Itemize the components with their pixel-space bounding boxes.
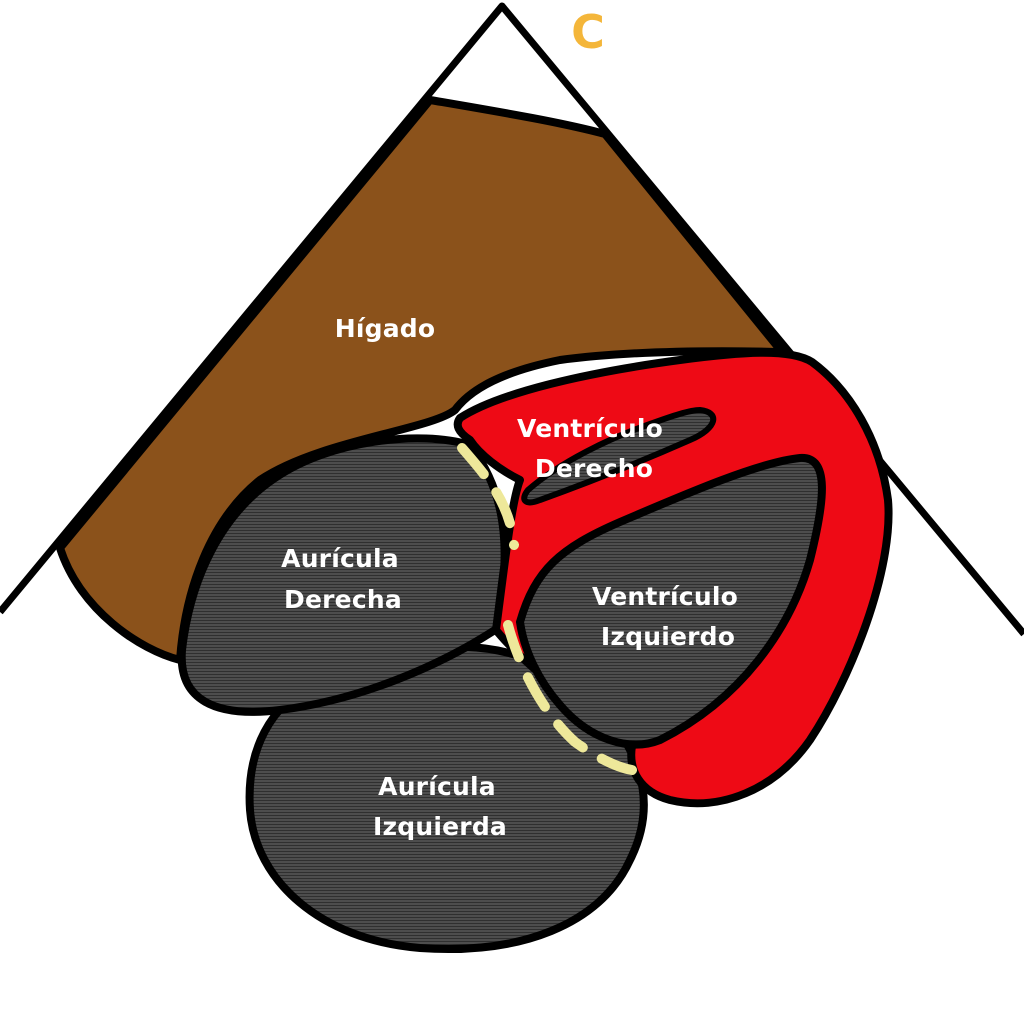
left-atrium-label-line1: Aurícula [378, 772, 496, 801]
left-ventricle-label-line2: Izquierdo [601, 622, 735, 651]
right-atrium-label-line2: Derecha [284, 585, 402, 614]
right-ventricle-cavity [521, 407, 717, 506]
right-ventricle-label-line2: Derecho [535, 454, 653, 483]
septum-dashed-line [457, 443, 637, 775]
liver-label: Hígado [335, 314, 436, 343]
right-ventricle-label-line1: Ventrículo [517, 414, 663, 443]
orientation-marker: C [571, 5, 605, 59]
left-ventricle-label-line1: Ventrículo [592, 582, 738, 611]
left-atrium-label-line2: Izquierda [373, 812, 507, 841]
left-ventricle [516, 454, 826, 749]
right-atrium-label-line1: Aurícula [281, 544, 399, 573]
